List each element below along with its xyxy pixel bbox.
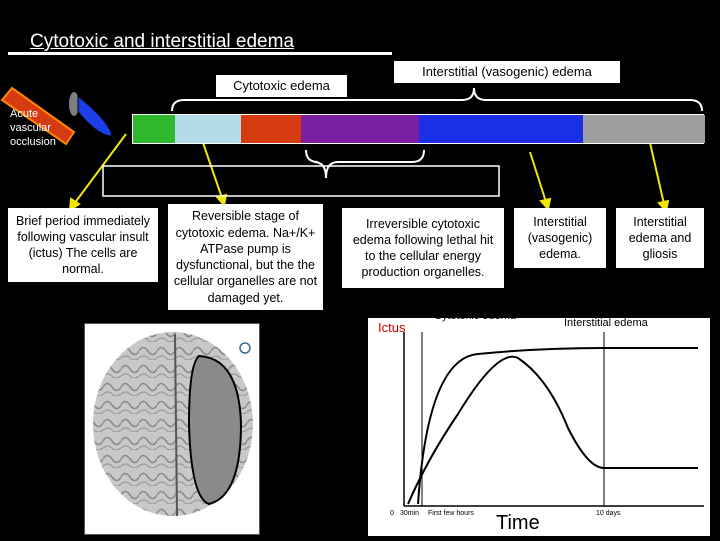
ictus-label: Ictus [378,320,406,335]
cytotoxic-curve [407,355,698,505]
slide-title: Cytotoxic and interstitial edema [30,31,295,52]
interstitial-edema-label: Interstitial (vasogenic) edema [393,60,621,84]
irreversible-box: Irreversible cytotoxic edema following l… [342,208,504,288]
brief-period-box: Brief period immediately following vascu… [8,208,158,282]
tick-30min: 30min [400,510,420,517]
timeline-segment-red [241,115,301,143]
brain-illustration [93,332,253,517]
tick-first-hours: First few hours [428,510,474,517]
timeline-bar [132,114,705,144]
gliosis-box: Interstitial edema and gliosis [616,208,704,268]
brain-image [84,323,260,535]
timeline-segment-purple [301,115,419,143]
time-axis-label: Time [496,512,540,534]
tick-10-days: 10 days [596,510,621,517]
timeline-segment-gray [583,115,705,143]
title-underline [8,52,392,55]
interstitial-curve [417,347,698,505]
graph-curves [403,332,704,507]
timeline-segment-green [133,115,175,143]
interstitial-graph-label: Interstitial edema [564,317,648,329]
tick-zero: 0 [390,510,394,517]
cytotoxic-graph-label: Cytotoxic edema [434,310,516,322]
vessel-occlusion-icon [0,86,113,146]
edema-time-graph: Ictus Cytotoxic edema Interstitial edema… [368,310,710,536]
timeline-segment-blue-2 [497,115,583,143]
reversible-stage-box: Reversible stage of cytotoxic edema. Na+… [168,204,323,310]
cytotoxic-edema-label: Cytotoxic edema [215,74,348,98]
timeline-segment-blue-1 [419,115,497,143]
interstitial-box: Interstitial (vasogenic) edema. [514,208,606,268]
acute-occlusion-label: Acute vascular occlusion [10,108,56,148]
timeline-segment-lightblue [175,115,241,143]
